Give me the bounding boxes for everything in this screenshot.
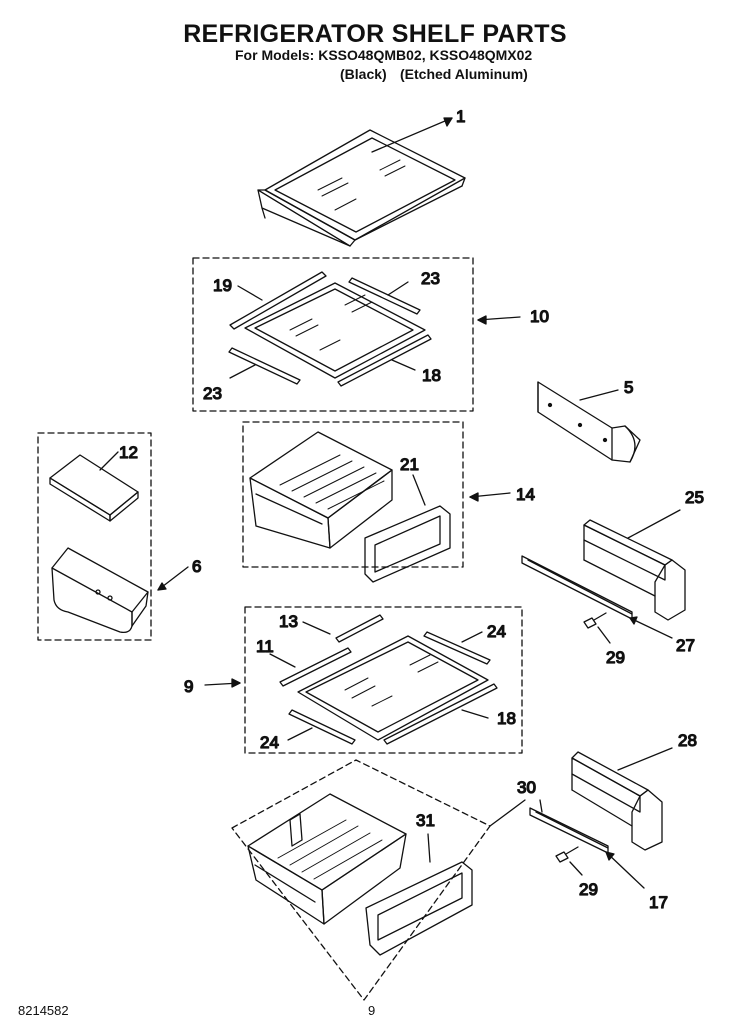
- callout-13: 13: [279, 612, 298, 631]
- group-9-box: [244, 606, 523, 754]
- variant-aluminum: (Etched Aluminum): [400, 66, 528, 82]
- callout-29-lower: 29: [579, 880, 598, 899]
- page-number: 9: [368, 1003, 376, 1018]
- part-1-shelf: [257, 129, 466, 247]
- callout-19: 19: [213, 276, 232, 295]
- group-14-box: [242, 421, 464, 568]
- part-23-trim-bottom: [228, 347, 301, 385]
- part-28-bracket: [571, 751, 663, 851]
- callout-31: 31: [416, 811, 435, 830]
- part-30-crisper: [247, 793, 407, 925]
- callout-12: 12: [119, 443, 138, 462]
- part-18-trim: [337, 334, 432, 387]
- callout-23-top: 23: [421, 269, 440, 288]
- callout-17: 17: [649, 893, 668, 912]
- callout-29-upper: 29: [606, 648, 625, 667]
- part-19-trim: [229, 271, 327, 330]
- part-24-trim-top: [423, 631, 491, 665]
- group-10-box: [192, 257, 474, 412]
- part-5-shelf-rail: [537, 381, 641, 463]
- callout-27: 27: [676, 636, 695, 655]
- callout-28: 28: [678, 731, 697, 750]
- part-24-trim-bottom: [288, 709, 356, 745]
- variant-black: (Black): [340, 66, 387, 82]
- callout-18-upper: 18: [422, 366, 441, 385]
- callout-18-lower: 18: [497, 709, 516, 728]
- part-30-slide: [529, 807, 609, 854]
- callout-10: 10: [530, 307, 549, 326]
- part-9-glass: [297, 635, 489, 741]
- part-18-trim-lower: [383, 683, 498, 745]
- part-23-trim-top: [348, 277, 421, 315]
- part-29-screw-a: [583, 612, 607, 629]
- callout-6: 6: [192, 557, 201, 576]
- callout-24-bottom: 24: [260, 733, 279, 752]
- part-29-screw-b: [555, 846, 579, 863]
- part-13-trim: [335, 614, 384, 643]
- part-10-glass: [244, 282, 426, 379]
- callout-30: 30: [517, 778, 536, 797]
- group-30-box: [231, 759, 491, 1001]
- part-6-bin: [51, 547, 149, 634]
- page-title: REFRIGERATOR SHELF PARTS: [183, 20, 567, 48]
- callout-11: 11: [256, 637, 274, 656]
- part-27-slide: [521, 555, 633, 620]
- models-line: For Models: KSSO48QMB02, KSSO48QMX02: [235, 47, 533, 63]
- callout-1: 1: [456, 107, 465, 126]
- part-14-crisper: [249, 431, 393, 549]
- callout-5: 5: [624, 378, 633, 397]
- callout-9: 9: [184, 677, 193, 696]
- callout-21: 21: [400, 455, 419, 474]
- part-11-trim: [279, 647, 352, 687]
- part-25-bracket: [583, 519, 686, 621]
- callout-14: 14: [516, 485, 535, 504]
- document-number: 8214582: [18, 1003, 69, 1018]
- group-6-box: [37, 432, 152, 641]
- callout-25: 25: [685, 488, 704, 507]
- part-31-crisper-front: [365, 861, 473, 956]
- callout-23-bottom: 23: [203, 384, 222, 403]
- part-12-bin-cover: [49, 454, 139, 522]
- part-21-crisper-front: [364, 505, 451, 583]
- callout-24-top: 24: [487, 622, 506, 641]
